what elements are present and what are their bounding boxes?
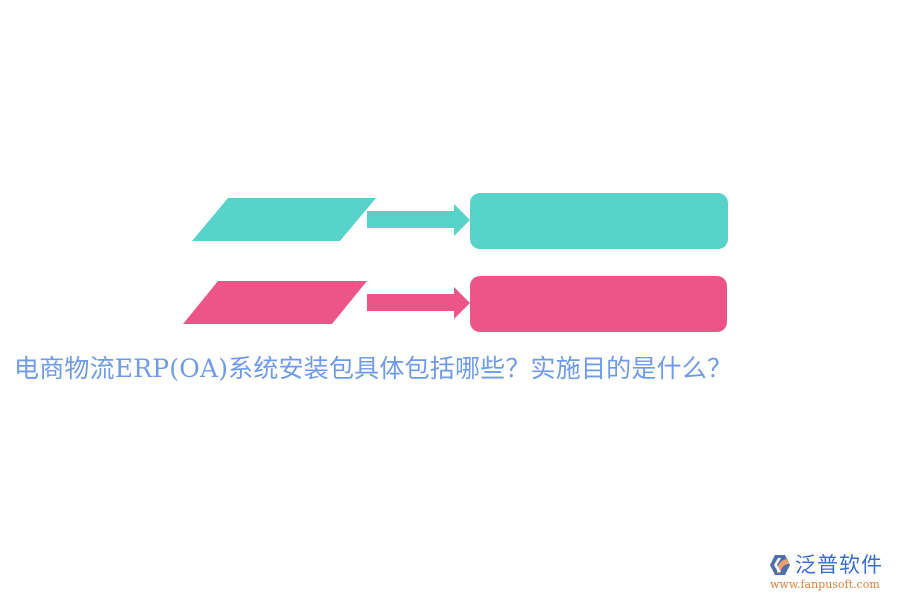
flow-diagram-graphic	[183, 193, 728, 332]
brand-name: 泛普软件	[795, 553, 883, 577]
input-parallelogram-2	[183, 281, 367, 324]
brand-url: www.fanpusoft.com	[770, 578, 880, 591]
arrow-right-icon	[367, 204, 470, 236]
page-title: 电商物流ERP(OA)系统安装包具体包括哪些？实施目的是什么？	[14, 354, 733, 383]
input-parallelogram-1	[192, 198, 376, 241]
flow-row-1	[192, 193, 728, 249]
flow-row-2	[183, 276, 727, 332]
output-box-2	[470, 276, 727, 332]
flow-diagram	[183, 193, 728, 332]
arrow-right-icon	[367, 287, 470, 319]
output-box-1	[470, 193, 728, 249]
fanpu-logo-icon	[770, 555, 790, 575]
brand-logo: 泛普软件 www.fanpusoft.com	[768, 551, 892, 593]
